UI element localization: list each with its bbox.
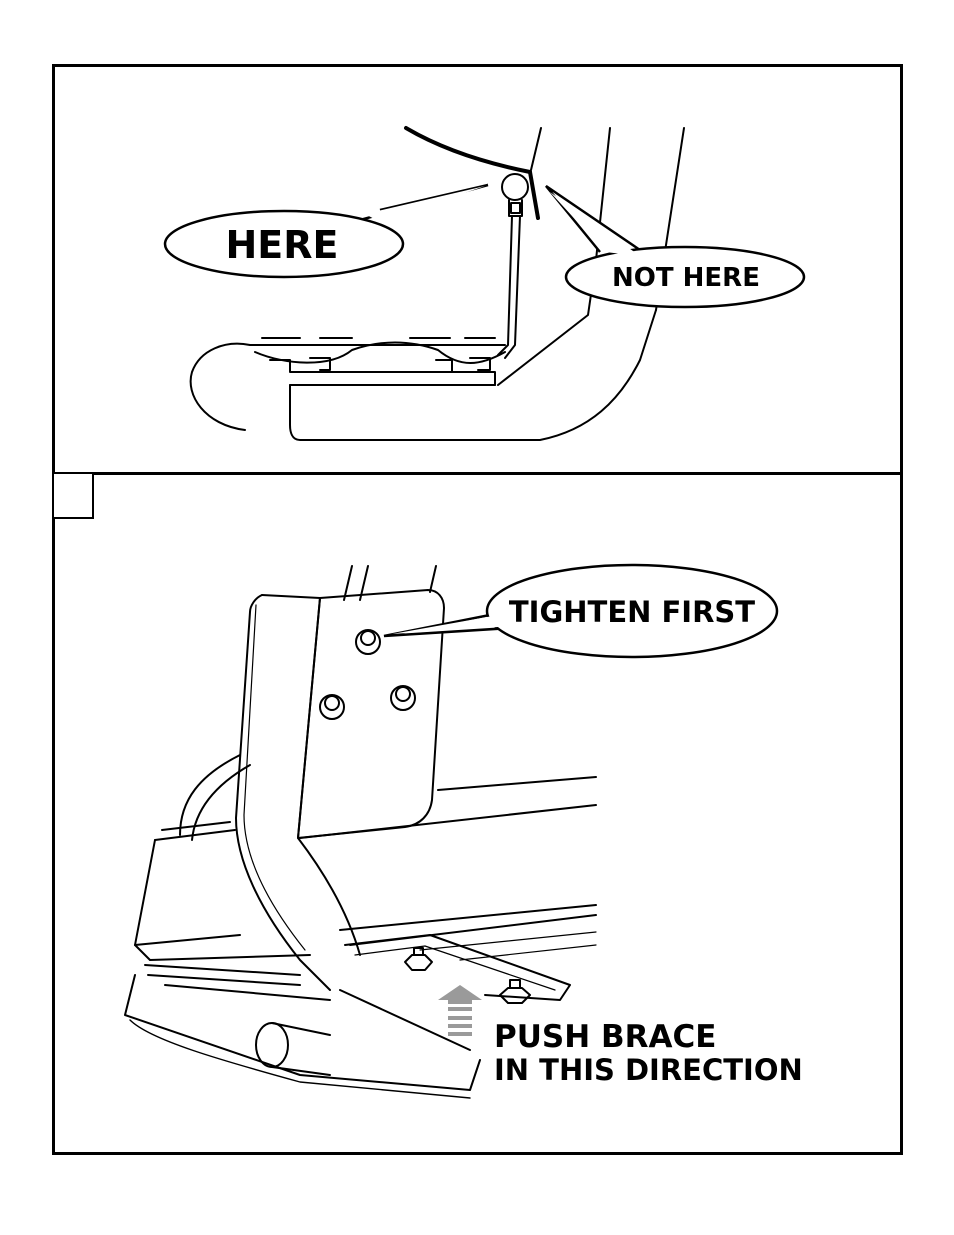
board-channel-lines	[420, 932, 596, 960]
brace-nut-right	[500, 980, 530, 1003]
board-rail-lower	[165, 985, 330, 1000]
brace-nut-left	[405, 948, 432, 970]
board-front-left	[135, 840, 240, 945]
bolt-left	[320, 695, 344, 719]
background-curve	[180, 755, 240, 835]
push-direction-arrow	[438, 985, 482, 1036]
bracket-arm-inner	[244, 605, 305, 950]
board-front-edge	[340, 905, 596, 930]
end-cap-body	[272, 1023, 330, 1075]
board-rails	[145, 965, 300, 985]
background-curve	[192, 765, 250, 840]
bolt-top	[356, 630, 380, 654]
board-top-edge-back	[162, 777, 596, 830]
tighten-first-label: TIGHTEN FIRST	[509, 595, 755, 629]
bracket-arm-right-edge	[262, 595, 360, 955]
instruction-line-2: IN THIS DIRECTION	[494, 1053, 803, 1087]
board-lip	[135, 945, 310, 960]
end-cap	[256, 1023, 288, 1067]
instruction-line-1: PUSH BRACE	[494, 1019, 716, 1055]
bracket-arm-left-edge	[236, 595, 330, 990]
bolt-right	[391, 686, 415, 710]
board-underside	[125, 975, 480, 1090]
